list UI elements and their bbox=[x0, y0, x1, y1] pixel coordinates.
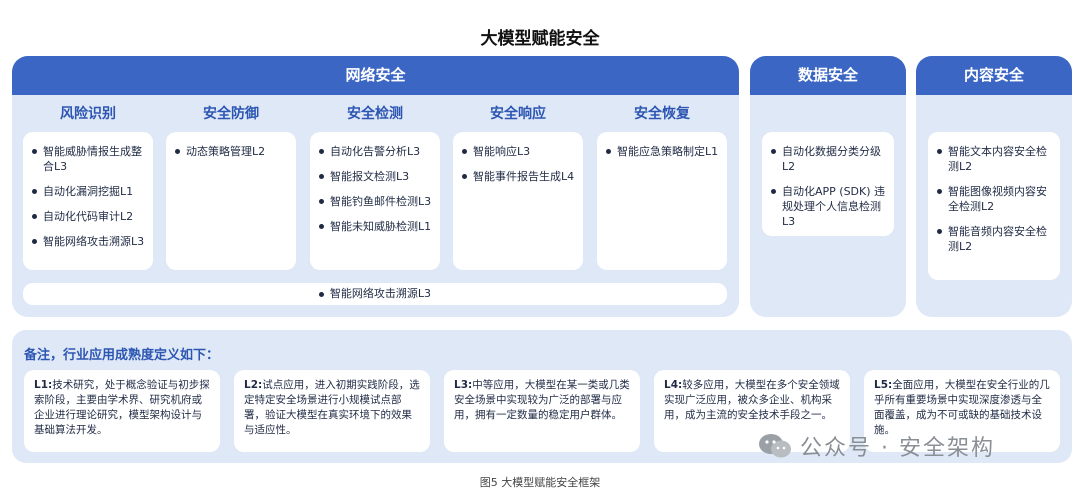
wechat-icon bbox=[759, 434, 791, 458]
list-item: 智能文本内容安全检测L2 bbox=[936, 144, 1052, 174]
note-label: L2: bbox=[244, 379, 263, 391]
watermark: 公众号 · 安全架构 bbox=[758, 430, 995, 462]
maturity-notes-panel: 备注，行业应用成熟度定义如下： L1:技术研究，处于概念验证与初步探索阶段，主要… bbox=[12, 330, 1072, 463]
note-level-1: L1:技术研究，处于概念验证与初步探索阶段，主要由学术界、研究机府或企业进行理论… bbox=[24, 370, 220, 452]
list-item: 自动化漏洞挖掘L1 bbox=[31, 184, 145, 199]
column-title-risk: 风险识别 bbox=[60, 106, 116, 122]
note-level-4: L4:较多应用，大模型在多个安全领域实现广泛应用，被众多企业、机构采用，成为主流… bbox=[654, 370, 850, 452]
list-item: 智能应急策略制定L1 bbox=[605, 144, 719, 159]
data-security-header: 数据安全 bbox=[750, 56, 906, 95]
list-item: 智能网络攻击溯源L3 bbox=[31, 234, 145, 249]
list-item: 智能音频内容安全检测L2 bbox=[936, 224, 1052, 254]
column-title-response: 安全响应 bbox=[490, 106, 546, 122]
bullet-icon bbox=[318, 291, 324, 297]
list-item: 自动化代码审计L2 bbox=[31, 209, 145, 224]
list-item: 智能图像视频内容安全检测L2 bbox=[936, 184, 1052, 214]
note-level-3: L3:中等应用，大模型在某一类或几类安全场景中实现较为广泛的部署与应用，拥有一定… bbox=[444, 370, 640, 452]
list-item: 自动化数据分类分级L2 bbox=[770, 144, 886, 174]
watermark-text: 公众号 · 安全架构 bbox=[800, 436, 995, 461]
note-level-5: L5:全面应用，大模型在安全行业的几乎所有重要场景中实现深度渗透与全面覆盖，成为… bbox=[864, 370, 1060, 452]
list-item: 智能事件报告生成L4 bbox=[461, 169, 575, 184]
column-title-defense: 安全防御 bbox=[203, 106, 259, 122]
note-text: 全面应用，大模型在安全行业的几乎所有重要场景中实现深度渗透与全面覆盖，成为不可或… bbox=[874, 379, 1050, 436]
list-item: 智能钓鱼邮件检测L3 bbox=[318, 194, 432, 209]
card-detection: 自动化告警分析L3 智能报文检测L3 智能钓鱼邮件检测L3 智能未知威胁检测L1 bbox=[310, 132, 440, 270]
list-item: 智能未知威胁检测L1 bbox=[318, 219, 432, 234]
wide-item-label: 智能网络攻击溯源L3 bbox=[329, 287, 432, 300]
diagram-title: 大模型赋能安全 bbox=[480, 29, 600, 49]
card-defense: 动态策略管理L2 bbox=[166, 132, 296, 270]
content-security-header: 内容安全 bbox=[916, 56, 1072, 95]
note-label: L4: bbox=[664, 379, 683, 391]
card-response: 智能响应L3 智能事件报告生成L4 bbox=[453, 132, 583, 270]
note-text: 试点应用，进入初期实践阶段，选定特定安全场景进行小规模试点部署，验证大模型在真实… bbox=[244, 379, 420, 436]
note-label: L1: bbox=[34, 379, 53, 391]
card-data-security: 自动化数据分类分级L2 自动化APP (SDK) 违规处理个人信息检测L3 bbox=[762, 132, 894, 236]
figure-caption: 图5 大模型赋能安全框架 bbox=[479, 476, 601, 489]
card-risk: 智能威胁情报生成整合L3 自动化漏洞挖掘L1 自动化代码审计L2 智能网络攻击溯… bbox=[23, 132, 153, 270]
wide-item-bar: 智能网络攻击溯源L3 bbox=[23, 283, 727, 305]
data-security-panel: 数据安全 自动化数据分类分级L2 自动化APP (SDK) 违规处理个人信息检测… bbox=[750, 56, 906, 317]
list-item: 自动化APP (SDK) 违规处理个人信息检测L3 bbox=[770, 184, 886, 229]
note-text: 较多应用，大模型在多个安全领域实现广泛应用，被众多企业、机构采用，成为主流的安全… bbox=[664, 379, 840, 421]
network-security-panel: 网络安全 风险识别 安全防御 安全检测 安全响应 安全恢复 智能威胁情报生成整合… bbox=[12, 56, 739, 317]
column-title-detection: 安全检测 bbox=[347, 106, 403, 122]
list-item: 智能威胁情报生成整合L3 bbox=[31, 144, 145, 174]
card-content-security: 智能文本内容安全检测L2 智能图像视频内容安全检测L2 智能音频内容安全检测L2 bbox=[928, 132, 1060, 280]
note-text: 中等应用，大模型在某一类或几类安全场景中实现较为广泛的部署与应用，拥有一定数量的… bbox=[454, 379, 630, 421]
note-label: L5: bbox=[874, 379, 893, 391]
column-title-recovery: 安全恢复 bbox=[634, 106, 690, 122]
list-item: 自动化告警分析L3 bbox=[318, 144, 432, 159]
list-item: 智能响应L3 bbox=[461, 144, 575, 159]
note-text: 技术研究，处于概念验证与初步探索阶段，主要由学术界、研究机府或企业进行理论研究，… bbox=[34, 379, 210, 436]
note-level-2: L2:试点应用，进入初期实践阶段，选定特定安全场景进行小规模试点部署，验证大模型… bbox=[234, 370, 430, 452]
notes-title: 备注，行业应用成熟度定义如下： bbox=[24, 348, 220, 363]
content-security-panel: 内容安全 智能文本内容安全检测L2 智能图像视频内容安全检测L2 智能音频内容安… bbox=[916, 56, 1072, 317]
list-item: 智能报文检测L3 bbox=[318, 169, 432, 184]
card-recovery: 智能应急策略制定L1 bbox=[597, 132, 727, 270]
list-item: 动态策略管理L2 bbox=[174, 144, 288, 159]
note-label: L3: bbox=[454, 379, 473, 391]
network-security-header: 网络安全 bbox=[12, 56, 739, 95]
